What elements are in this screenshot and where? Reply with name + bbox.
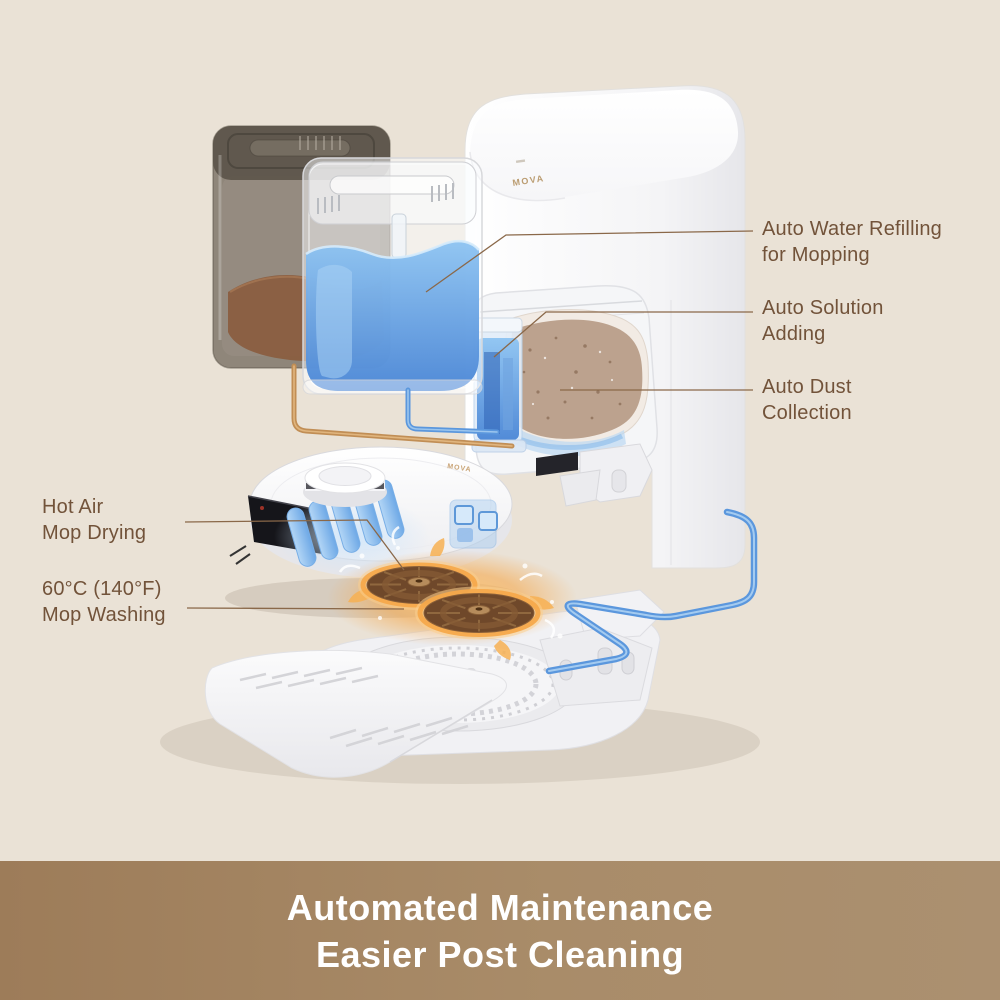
- leader-line-mop-washing: [186, 607, 405, 610]
- hot-air-ducts: [286, 479, 405, 567]
- side-water-ports: [449, 499, 498, 549]
- dust-bag: [502, 309, 649, 457]
- callout-line: Collection: [762, 402, 852, 424]
- mop-pad-right: [415, 586, 543, 640]
- callout-auto-dust-collection: Auto Dust Collection: [762, 374, 852, 426]
- lidar-turret: [303, 462, 387, 507]
- banner-title-line2: Easier Post Cleaning: [315, 933, 685, 975]
- callout-hot-air-mop-drying: Hot Air Mop Drying: [42, 494, 146, 546]
- tank-tubes: [291, 363, 515, 449]
- callout-line: 60°C (140°F): [42, 578, 162, 600]
- callout-line: Auto Water Refilling: [762, 218, 942, 240]
- callout-line: Mop Drying: [42, 522, 147, 544]
- callout-line: Mop Washing: [42, 604, 166, 626]
- clean-water-tank: [302, 157, 483, 395]
- mop-pad-left: [358, 560, 480, 610]
- solution-reservoir: [471, 317, 527, 453]
- banner-title-line1: Automated Maintenance: [286, 886, 714, 928]
- leader-lines: [184, 230, 754, 610]
- water-splashes: [338, 525, 556, 639]
- callout-mop-washing: 60°C (140°F) Mop Washing: [42, 576, 166, 628]
- robot-brand-logo: MOVA: [447, 463, 472, 474]
- callout-auto-solution-adding: Auto Solution Adding: [762, 295, 884, 347]
- station-brand-logo: MOVA: [512, 173, 546, 188]
- callout-line: Hot Air: [42, 496, 104, 518]
- callout-line: Auto Dust: [762, 376, 852, 398]
- station-cutaway: [471, 285, 658, 507]
- callout-line: Adding: [762, 323, 826, 345]
- mop-pads: [327, 525, 577, 660]
- dock-latch-mechanism: [536, 443, 653, 507]
- leader-line-auto-solution: [493, 311, 753, 358]
- robot-vacuum: MOVA: [225, 446, 525, 618]
- leader-line-auto-water: [425, 230, 754, 293]
- exploded-view-illustration: MOVA: [160, 85, 760, 784]
- callout-line: Auto Solution: [762, 297, 884, 319]
- callout-line: for Mopping: [762, 244, 870, 266]
- banner: Automated Maintenance Easier Post Cleani…: [0, 861, 1000, 1000]
- leader-line-hot-air: [184, 519, 405, 571]
- status-indicator-light: [515, 159, 526, 164]
- tank-handle: [329, 175, 455, 195]
- base-ramp: [204, 649, 507, 778]
- water-supply-tube: [545, 508, 758, 675]
- callout-auto-water-refilling: Auto Water Refilling for Mopping: [762, 216, 942, 268]
